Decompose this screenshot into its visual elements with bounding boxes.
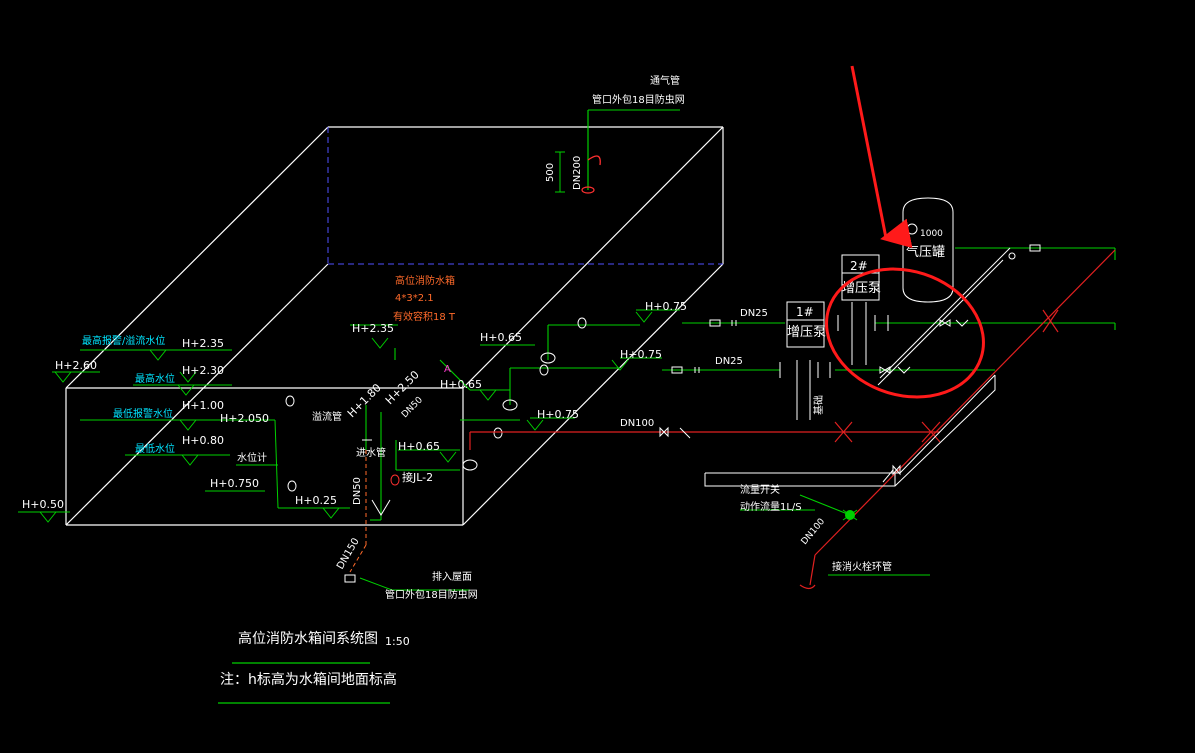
elev-h050: H+0.50 <box>22 498 64 511</box>
fire-loop-label: 接消火栓环管 <box>832 560 892 573</box>
water-level-lines <box>18 349 350 513</box>
red-cross-marks <box>834 309 1059 443</box>
flow-action-label: 动作流量1L/S <box>740 500 802 513</box>
elev-h100: H+1.00 <box>182 399 224 412</box>
tank-size: 4*3*2.1 <box>395 293 434 304</box>
roof-note: 管口外包18目防虫网 <box>385 588 478 601</box>
elev-h065c: H+0.65 <box>398 440 440 453</box>
inner-pipes <box>350 309 680 521</box>
vent-label: 通气管 <box>650 74 680 87</box>
dashed-drain <box>349 450 367 573</box>
inlet-valve <box>371 499 391 516</box>
annotation-arrow <box>850 65 913 249</box>
overflow-label: 溢流管 <box>312 410 342 423</box>
tank-volume: 有效容积18 T <box>393 310 456 323</box>
dn100a: DN100 <box>620 418 654 429</box>
level-min-alarm: 最低报警水位 <box>113 407 173 420</box>
elevation-triangles <box>39 337 389 523</box>
level-max: 最高水位 <box>135 372 175 385</box>
pump2-no: 2# <box>850 259 868 273</box>
dn50a: DN50 <box>352 477 363 505</box>
dn100b: DN100 <box>800 517 828 547</box>
dn25b: DN25 <box>715 356 743 367</box>
elev-h065b: H+0.65 <box>440 378 482 391</box>
tank-fittings <box>344 317 587 583</box>
connect-jl: 接JL-2 <box>402 471 433 484</box>
elev-h075c: H+0.75 <box>537 408 579 421</box>
roof-out: 排入屋面 <box>432 570 472 583</box>
level-min: 最低水位 <box>135 442 175 455</box>
elev-h075b: H+0.75 <box>620 348 662 361</box>
dn100-pipe <box>469 249 1116 590</box>
pump1-label: 增压泵 <box>787 325 826 340</box>
elev-h2050: H+2.050 <box>220 412 269 425</box>
elev-h065a: H+0.65 <box>480 331 522 344</box>
vent-note: 管口外包18目防虫网 <box>592 93 685 106</box>
right-elev-triangles <box>439 311 653 463</box>
pump-base <box>704 374 996 487</box>
tank-gas-label: 气压罐 <box>906 244 945 260</box>
vent-dn: DN200 <box>572 156 583 190</box>
elev-h180: H+1.80 <box>345 381 384 420</box>
roof-leader <box>359 577 393 591</box>
tank-name: 高位消防水箱 <box>395 274 455 287</box>
pump-2 <box>837 254 889 365</box>
elev-h235a: H+2.35 <box>182 337 224 350</box>
diagram-note: 注：h标高为水箱间地面标高 <box>220 671 397 688</box>
level-max-alarm: 最高报警/溢流水位 <box>82 334 165 347</box>
dn150: DN150 <box>335 536 362 571</box>
pump-1 <box>779 301 831 420</box>
base-label: 基础 <box>812 395 825 415</box>
dn-small: DN50 <box>400 395 425 420</box>
pink-mark: A <box>444 364 451 375</box>
elev-h235b: H+2.35 <box>352 322 394 335</box>
inlet-label: 进水管 <box>356 446 386 459</box>
elev-h025: H+0.25 <box>295 494 337 507</box>
gauge-label: 水位计 <box>237 451 267 464</box>
pipe-valves <box>671 244 1041 374</box>
dn100-valves <box>659 426 901 483</box>
tank-hidden-edges <box>327 127 723 265</box>
diagram-scale: 1:50 <box>385 635 410 648</box>
pump1-no: 1# <box>796 305 814 319</box>
annotation-circle <box>825 267 985 399</box>
gauge-valve-bottom <box>287 480 297 492</box>
elev-h080: H+0.80 <box>182 434 224 447</box>
elev-h0750: H+0.750 <box>210 477 259 490</box>
pump2-label: 增压泵 <box>842 281 881 296</box>
dn25a: DN25 <box>740 308 768 319</box>
pump-pipes <box>628 247 1116 576</box>
elev-h075a: H+0.75 <box>645 300 687 313</box>
elev-h260: H+2.60 <box>55 359 97 372</box>
flow-switch-label: 流量开关 <box>740 483 780 496</box>
vent-pipe <box>555 109 680 194</box>
tank-outline <box>65 126 724 526</box>
gauge-valve-top <box>285 395 295 407</box>
vent-dim: 500 <box>545 163 556 182</box>
tank-gas-size: 1000 <box>920 229 943 239</box>
elev-h230: H+2.30 <box>182 364 224 377</box>
flow-switch <box>842 509 858 521</box>
diagram-title: 高位消防水箱间系统图 <box>238 630 378 647</box>
